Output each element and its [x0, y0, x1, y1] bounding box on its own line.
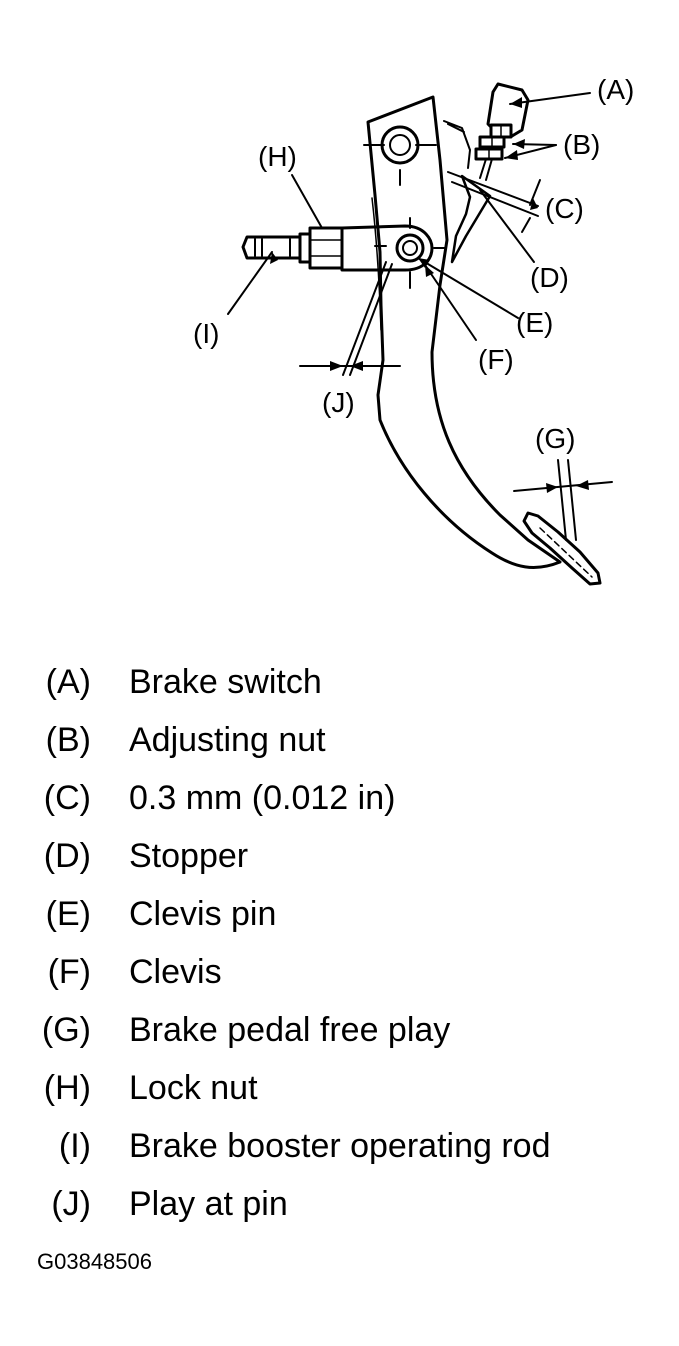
legend-row: (C) 0.3 mm (0.012 in): [0, 776, 679, 820]
legend-key: (C): [43, 779, 91, 817]
legend-text: Brake pedal free play: [129, 1011, 451, 1049]
callout-i: (I): [193, 318, 219, 349]
legend-text: Play at pin: [129, 1185, 288, 1223]
legend-key: (J): [51, 1185, 91, 1223]
legend-row: (J) Play at pin: [0, 1182, 679, 1226]
legend-row: (E) Clevis pin: [0, 892, 679, 936]
callout-f: (F): [478, 344, 514, 375]
callout-a: (A): [597, 74, 634, 105]
legend-text: Brake booster operating rod: [129, 1127, 551, 1165]
legend-text: Clevis: [129, 953, 222, 991]
legend-key: (I): [58, 1127, 91, 1165]
legend-text: Stopper: [129, 837, 249, 875]
arrowheads: [270, 97, 589, 493]
legend-row: (A) Brake switch: [0, 660, 679, 704]
callout-b: (B): [563, 129, 600, 160]
dimension-j: [299, 261, 401, 376]
pedal-pivot: [363, 125, 437, 186]
legend-row: (H) Lock nut: [0, 1066, 679, 1110]
figure-code: G03848506: [37, 1249, 152, 1274]
callout-d: (D): [530, 262, 569, 293]
dimension-g: [513, 459, 613, 541]
legend-text: 0.3 mm (0.012 in): [129, 779, 396, 817]
dimension-c: [447, 171, 541, 233]
legend-key: (G): [41, 1011, 91, 1049]
legend-row: (F) Clevis: [0, 950, 679, 994]
brake-pedal-diagram: (A) (B) (C) (D) (E) (F) (G) (H) (I) (J): [193, 74, 634, 586]
callout-g: (G): [535, 423, 575, 454]
legend-row: (G) Brake pedal free play: [0, 1008, 679, 1052]
legend-text: Adjusting nut: [129, 721, 326, 759]
legend-text: Brake switch: [129, 663, 322, 701]
operating-rod-assembly: [241, 217, 447, 289]
stopper: [450, 174, 492, 264]
legend-key: (B): [45, 721, 91, 759]
legend-row: (I) Brake booster operating rod: [0, 1124, 679, 1168]
callout-j: (J): [322, 387, 355, 418]
callout-c: (C): [545, 193, 584, 224]
legend-row: (B) Adjusting nut: [0, 718, 679, 762]
legend-text: Lock nut: [129, 1069, 258, 1107]
brake-pedal-arm: [366, 95, 562, 569]
legend-key: (E): [45, 895, 91, 933]
legend-row: (D) Stopper: [0, 834, 679, 878]
legend-text: Clevis pin: [129, 895, 277, 933]
brake-switch: [474, 82, 530, 181]
legend-key: (A): [45, 663, 91, 701]
legend-key: (H): [43, 1069, 91, 1107]
callout-h: (H): [258, 141, 297, 172]
switch-bracket: [443, 120, 471, 169]
legend-key: (F): [47, 953, 91, 991]
callout-e: (E): [516, 307, 553, 338]
pedal-pad: [522, 511, 602, 586]
legend-key: (D): [43, 837, 91, 875]
pedal-arm-inner-line: [371, 197, 382, 331]
